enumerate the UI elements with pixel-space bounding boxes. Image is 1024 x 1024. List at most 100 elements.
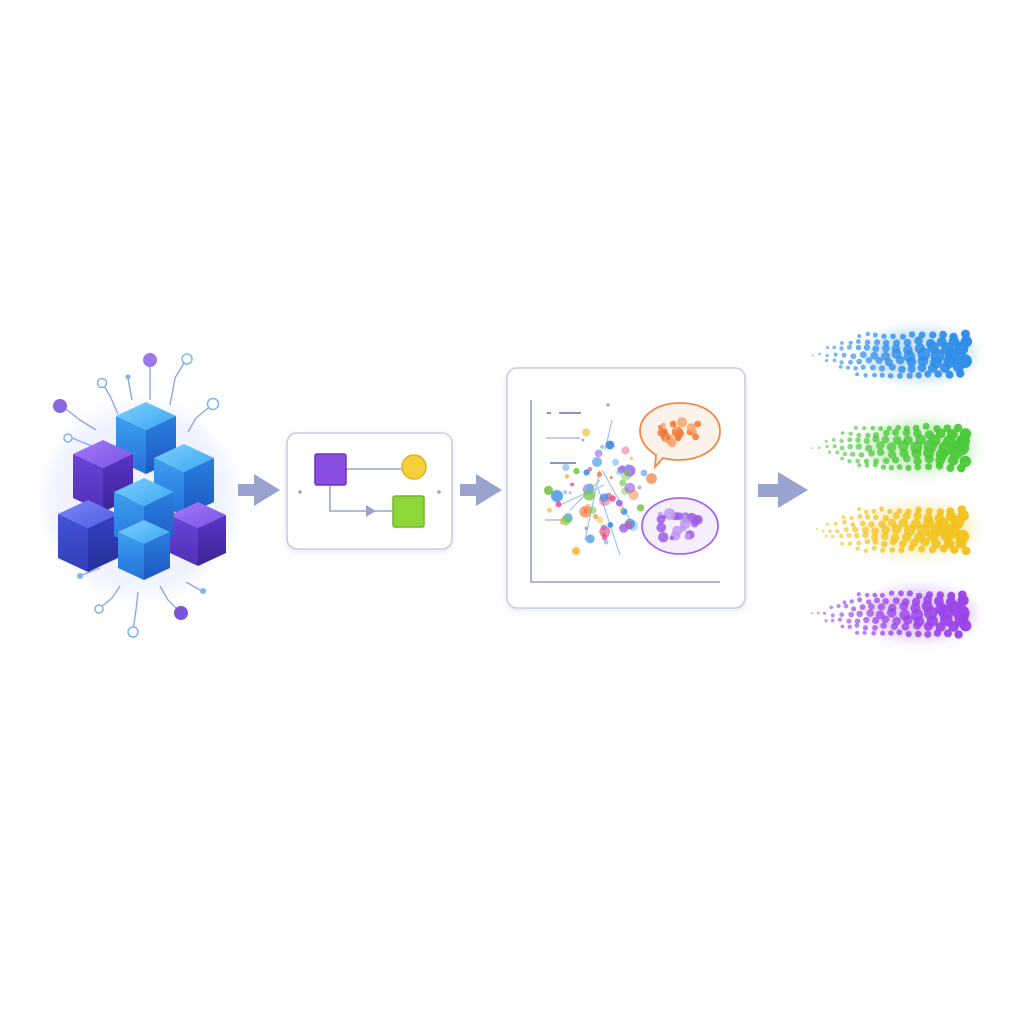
flowchart-icon <box>286 432 453 550</box>
stream-dot <box>877 603 886 611</box>
output-stream-2 <box>811 421 975 473</box>
stream-dot <box>839 346 844 351</box>
scatter-point <box>582 428 591 437</box>
stream-dot <box>915 506 922 514</box>
stream-dot <box>898 590 904 597</box>
stream-dot <box>889 547 896 553</box>
cube-blue-bottom <box>118 520 170 580</box>
scatter-point <box>585 534 595 544</box>
stream-dot <box>953 423 963 433</box>
flow-square-purple <box>314 453 347 486</box>
scatter-point <box>583 469 590 476</box>
stream-dot <box>837 617 843 622</box>
stream-dot <box>847 437 853 443</box>
cluster-bubble-purple <box>641 497 719 555</box>
stream-dot <box>855 437 861 443</box>
orange-dot <box>673 426 678 431</box>
stream-dot <box>868 521 875 528</box>
stream-dot <box>913 457 922 466</box>
stream-dot <box>830 613 835 618</box>
stream-dot <box>939 330 947 339</box>
orange-dot <box>665 435 671 441</box>
stream-dot <box>903 615 913 625</box>
stream-dot <box>902 512 911 520</box>
network-lines <box>61 359 213 631</box>
arrow-3 <box>758 472 808 508</box>
stream-dot <box>864 509 869 514</box>
stream-dot <box>878 426 884 432</box>
scatter-point <box>589 506 597 514</box>
stream-dot <box>863 344 871 351</box>
scatter-point <box>640 469 648 477</box>
scatter-link <box>559 484 605 506</box>
stream-dot <box>890 333 896 340</box>
stream-dot <box>847 459 852 464</box>
stream-dot <box>891 523 902 535</box>
stream-dot <box>906 590 914 597</box>
stream-dot <box>896 629 903 636</box>
scatter-point <box>612 458 620 466</box>
stream-dot <box>882 339 890 347</box>
stream-dot <box>888 363 896 371</box>
stream-dot <box>811 447 814 450</box>
flow-panel <box>286 432 453 550</box>
stream-dot <box>841 515 846 520</box>
stream-dot <box>889 538 897 546</box>
stream-dot <box>875 610 885 620</box>
stream-dot <box>847 443 853 450</box>
stream-dot <box>853 425 858 430</box>
output-stream-3 <box>815 504 975 556</box>
stream-dot <box>897 440 909 452</box>
stream-dot <box>855 443 863 450</box>
stream-dot <box>845 365 851 370</box>
stream-dot <box>957 594 969 606</box>
scatter-point <box>600 444 605 449</box>
stream-dot <box>906 372 913 379</box>
stream-dot <box>840 541 844 546</box>
stream-dot <box>923 621 933 632</box>
stream-dot <box>824 439 828 443</box>
stream-dot <box>872 462 878 468</box>
stream-dot <box>856 339 861 344</box>
stream-dot <box>872 514 879 521</box>
scatter-point <box>572 547 580 555</box>
stream-dot <box>840 624 845 629</box>
stream-dot <box>933 629 942 637</box>
stream-dot <box>811 612 814 615</box>
purple-dot <box>684 533 691 540</box>
stream-dot <box>868 603 875 610</box>
stream-dot <box>878 365 886 372</box>
stream-dot <box>915 592 923 600</box>
stream-dot <box>847 541 853 546</box>
stream-dot <box>924 370 932 378</box>
stream-dot <box>908 331 916 338</box>
stream-dot <box>872 592 878 598</box>
scatter-point <box>624 521 633 530</box>
stream-dot <box>922 422 930 430</box>
stream-dot <box>816 611 820 615</box>
stream-dot <box>847 624 852 629</box>
stream-dot <box>881 525 891 535</box>
stream-dot <box>918 545 926 553</box>
stream-dot <box>955 537 967 549</box>
stream-dot <box>849 451 856 457</box>
scatter-point <box>563 490 568 495</box>
stream-dot <box>855 458 861 464</box>
scatter-point <box>620 508 628 515</box>
stream-dot <box>881 333 887 339</box>
stream-dot <box>825 345 830 350</box>
scatter-point <box>617 466 625 474</box>
stream-dot <box>880 532 889 541</box>
scatter-point <box>584 526 588 531</box>
stream-dot <box>890 623 898 630</box>
stream-dot <box>824 619 828 623</box>
stream-dot <box>833 521 838 526</box>
scatter-point <box>619 479 627 487</box>
stream-dot <box>832 444 837 449</box>
stream-dot <box>870 425 876 431</box>
stream-dot <box>835 529 840 534</box>
stream-dot <box>864 593 870 598</box>
stream-dot <box>879 372 885 378</box>
stream-dot <box>851 606 857 612</box>
scatter-point <box>609 495 616 502</box>
